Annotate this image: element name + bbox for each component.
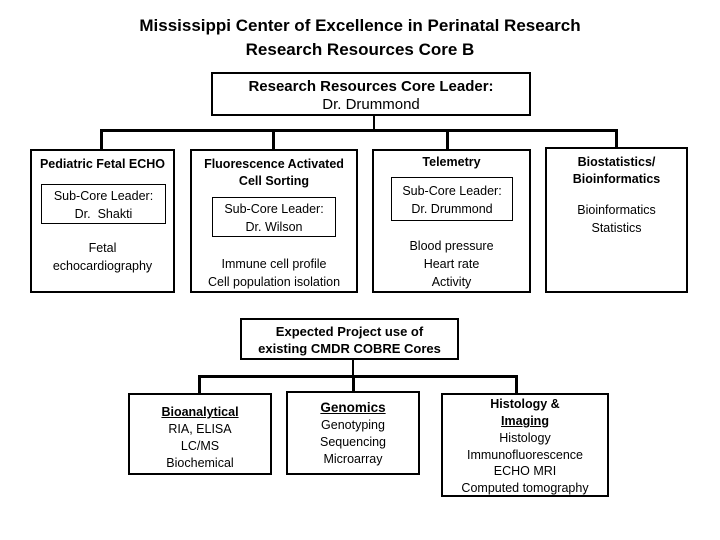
core-item: Statistics bbox=[591, 221, 642, 235]
cobre-item: LC/MS bbox=[180, 439, 220, 453]
core-title-line2: Cell Sorting bbox=[238, 174, 310, 188]
subcore-leader-box: Sub-Core Leader: Dr. Drummond bbox=[391, 177, 513, 221]
cobre-box-histology-imaging: Histology & Imaging Histology Immunofluo… bbox=[441, 393, 609, 497]
connector-drop-echo bbox=[100, 129, 103, 150]
cobre-title: Genomics bbox=[320, 400, 386, 415]
core-item: echocardiography bbox=[52, 259, 153, 273]
core-item: Cell population isolation bbox=[207, 275, 341, 289]
expected-project-use-box: Expected Project use of existing CMDR CO… bbox=[240, 318, 459, 360]
cobre-item: ECHO MRI bbox=[493, 464, 557, 478]
cobre-box-genomics: Genomics Genotyping Sequencing Microarra… bbox=[286, 391, 420, 475]
core-item: Blood pressure bbox=[409, 239, 494, 253]
connector-drop-biostat bbox=[615, 129, 618, 148]
core-title: Telemetry bbox=[422, 155, 481, 169]
core-box-pediatric-fetal-echo: Pediatric Fetal ECHO Sub-Core Leader: Dr… bbox=[30, 149, 175, 293]
page-title-line1: Mississippi Center of Excellence in Peri… bbox=[139, 16, 581, 35]
connector-drop-histology bbox=[515, 375, 518, 395]
subcore-leader-label: Sub-Core Leader: bbox=[224, 202, 324, 216]
connector-drop-telemetry bbox=[446, 129, 449, 150]
cobre-item: Biochemical bbox=[166, 456, 234, 470]
core-item: Bioinformatics bbox=[577, 203, 656, 217]
core-title-line1: Fluorescence Activated bbox=[204, 157, 344, 171]
connector-drop-bioanalytical bbox=[198, 375, 201, 395]
connector-bottom-bar bbox=[198, 375, 518, 378]
core-title-line1: Biostatistics/ bbox=[577, 155, 656, 169]
cobre-item: Computed tomography bbox=[461, 480, 589, 495]
core-leader-name: Dr. Drummond bbox=[322, 96, 420, 113]
subcore-leader-name: Dr. Drummond bbox=[411, 202, 493, 216]
cobre-item: RIA, ELISA bbox=[168, 422, 232, 436]
expected-line1: Expected Project use of bbox=[275, 324, 424, 339]
page-title-line2: Research Resources Core B bbox=[245, 40, 475, 59]
core-item: Activity bbox=[431, 275, 472, 289]
subcore-leader-name: Dr. Shakti bbox=[74, 207, 133, 221]
core-item: Heart rate bbox=[423, 257, 480, 271]
core-item: Fetal bbox=[88, 241, 117, 255]
cobre-item: Histology bbox=[499, 431, 551, 445]
subcore-leader-name: Dr. Wilson bbox=[245, 220, 303, 234]
subcore-leader-box: Sub-Core Leader: Dr. Shakti bbox=[41, 184, 166, 224]
connector-top-bar bbox=[100, 129, 618, 132]
subcore-leader-label: Sub-Core Leader: bbox=[402, 184, 502, 198]
expected-line2: existing CMDR COBRE Cores bbox=[258, 341, 441, 356]
connector-expected-down bbox=[352, 360, 354, 376]
core-leader-box: Research Resources Core Leader: Dr. Drum… bbox=[211, 72, 531, 116]
core-title: Pediatric Fetal ECHO bbox=[39, 157, 166, 171]
core-box-facs: Fluorescence Activated Cell Sorting Sub-… bbox=[190, 149, 358, 293]
connector-drop-genomics bbox=[352, 375, 355, 392]
cobre-title-line2: Imaging bbox=[501, 414, 549, 428]
cobre-title: Bioanalytical bbox=[161, 405, 239, 419]
core-item: Immune cell profile bbox=[221, 257, 327, 271]
connector-drop-facs bbox=[272, 129, 275, 150]
cobre-item: Immunofluorescence bbox=[466, 447, 584, 462]
cobre-item: Microarray bbox=[323, 452, 383, 466]
core-box-biostatistics: Biostatistics/ Bioinformatics Bioinforma… bbox=[545, 147, 688, 293]
core-leader-label: Research Resources Core Leader: bbox=[248, 78, 494, 95]
core-box-telemetry: Telemetry Sub-Core Leader: Dr. Drummond … bbox=[372, 149, 531, 293]
connector-leader-down bbox=[373, 116, 375, 130]
core-title-line2: Bioinformatics bbox=[572, 172, 661, 186]
subcore-leader-label: Sub-Core Leader: bbox=[53, 189, 154, 203]
cobre-box-bioanalytical: Bioanalytical RIA, ELISA LC/MS Biochemic… bbox=[128, 393, 272, 475]
cobre-title-line1: Histology & bbox=[490, 397, 560, 411]
cobre-item: Genotyping bbox=[321, 418, 385, 432]
subcore-leader-box: Sub-Core Leader: Dr. Wilson bbox=[212, 197, 336, 237]
cobre-item: Sequencing bbox=[319, 435, 387, 449]
